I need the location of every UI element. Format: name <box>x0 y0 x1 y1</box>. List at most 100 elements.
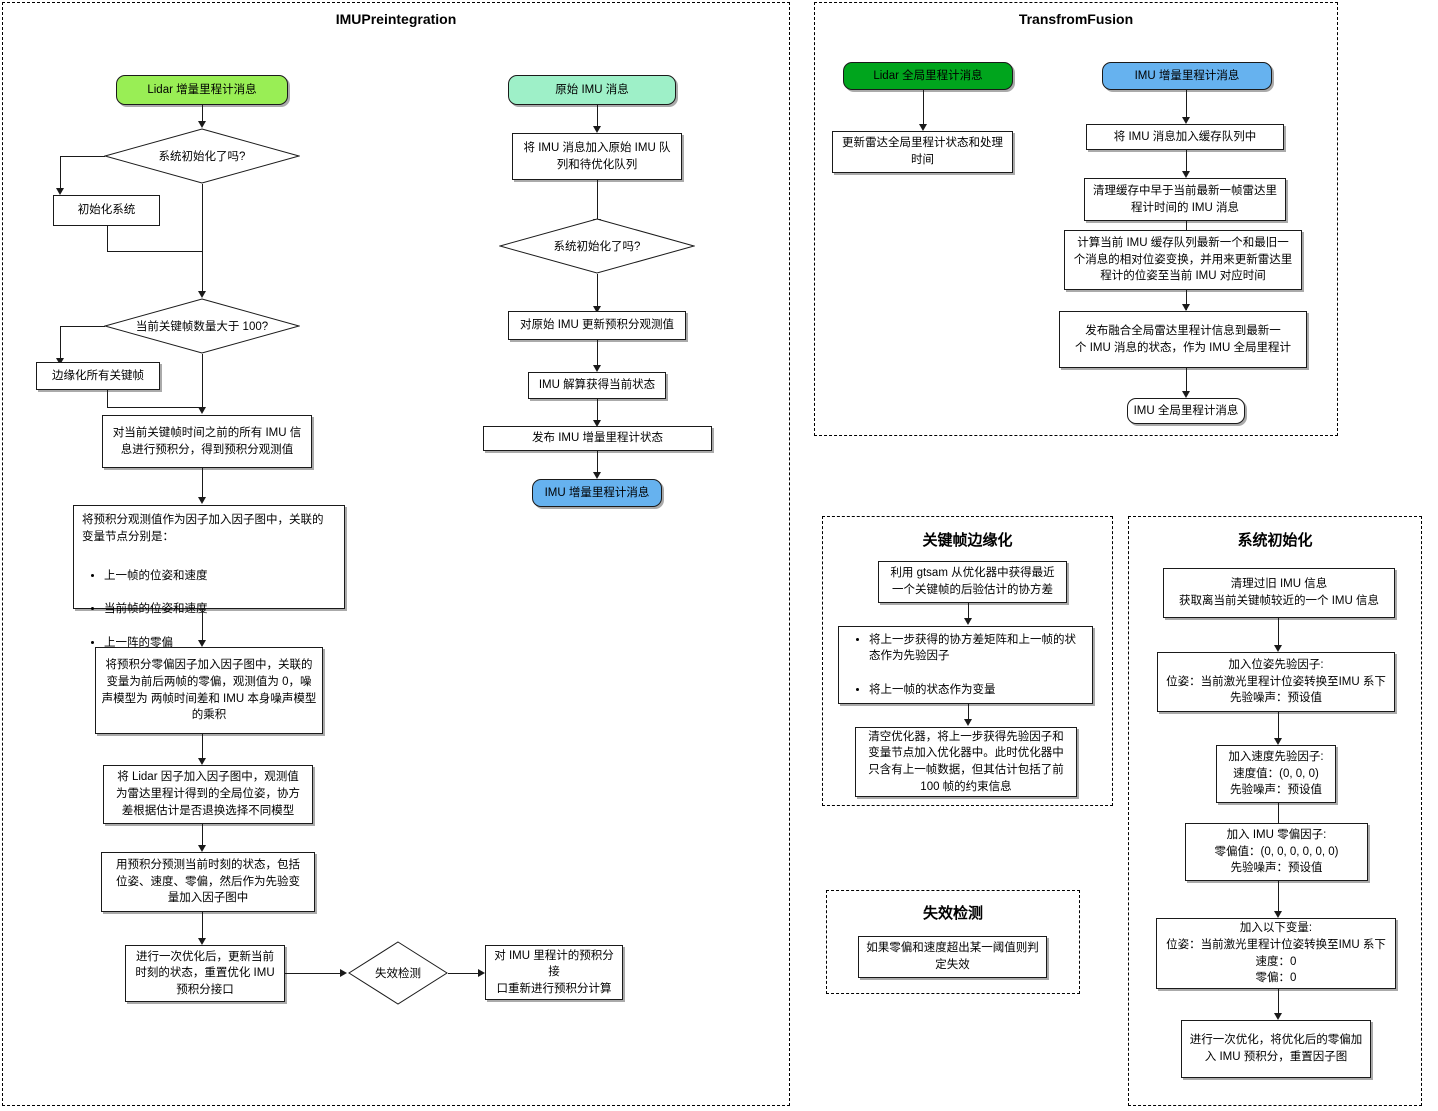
conn-decision1-left <box>60 156 105 157</box>
node-tf-clean-old-imu[interactable]: 清理缓存中早于当前最新一帧雷达里 程计时间的 IMU 消息 <box>1084 178 1286 221</box>
arrow-to-marg-bullets <box>963 618 972 625</box>
arrow-to-update-lidar-state <box>918 124 927 131</box>
conn-factor-down <box>202 609 203 641</box>
conn-tf-publish-down <box>1186 368 1187 392</box>
conn-getcov-down <box>968 603 969 621</box>
arrow-to-decision-kf <box>197 291 206 298</box>
arrow-to-enqueue <box>592 126 601 133</box>
arrow-to-imu-odom-msg <box>592 472 601 479</box>
node-clean-old-imu-info[interactable]: 清理过旧 IMU 信息 获取离当前关键帧较近的一个 IMU 信息 <box>1163 568 1395 618</box>
decision-failure-detection[interactable]: 失效检测 <box>348 941 448 1005</box>
node-optimize-and-reset[interactable]: 进行一次优化后，更新当前 时刻的状态，重置优化 IMU 预积分接口 <box>125 945 285 1002</box>
node-add-preintegration-factor[interactable]: 将预积分观测值作为因子加入因子图中，关联的 变量节点分别是： 上一帧的位姿和速度… <box>73 505 345 649</box>
conn-optimize-to-failure <box>285 973 343 974</box>
conn-raw-imu-down <box>597 105 598 127</box>
decision-failure-detection-label: 失效检测 <box>375 968 421 980</box>
node-publish-imu-incremental-odom-state[interactable]: 发布 IMU 增量里程计状态 <box>483 426 712 451</box>
node-get-posterior-covariance[interactable]: 利用 gtsam 从优化器中获得最近 一个关键帧的后验估计的协方差 <box>878 561 1067 603</box>
node-add-lidar-factor[interactable]: 将 Lidar 因子加入因子图中，观测值 为雷达里程计得到的全局位姿，协方 差根… <box>103 765 313 824</box>
conn-addvars-down <box>1278 989 1279 1015</box>
node-add-bias-factor[interactable]: 将预积分零偏因子加入因子图中，关联的 变量为前后两帧的零偏，观测值为 0，噪 声… <box>95 647 323 734</box>
decision-keyframe-count-label: 当前关键帧数量大于 100? <box>135 321 269 333</box>
conn-marg-bullets-down <box>968 704 969 722</box>
conn-start-to-decision <box>202 105 203 126</box>
node-marginalize-keyframes[interactable]: 边缘化所有关键帧 <box>36 362 160 390</box>
node-add-imu-bias-factor[interactable]: 加入 IMU 零偏因子: 零偏值：(0, 0, 0, 0, 0, 0) 先验噪声… <box>1185 823 1368 881</box>
conn-lidar-global-down <box>923 90 924 125</box>
arrow-to-solve-state <box>592 365 601 372</box>
decision-system-initialized-1-label: 系统初始化了吗? <box>158 151 246 163</box>
node-marginalization-bullets[interactable]: 将上一步获得的协方差矩阵和上一帧的状 态作为先验因子 将上一帧的状态作为变量 <box>838 626 1093 704</box>
node-preintegrate-imu[interactable]: 对当前关键帧时间之前的所有 IMU 信 息进行预积分，得到预积分观测值 <box>102 415 312 468</box>
node-tf-compute-relative-pose[interactable]: 计算当前 IMU 缓存队列最新一个和最旧一 个消息的相对位姿变换，并用来更新雷达… <box>1064 230 1302 290</box>
group-title-imu-preintegration: IMUPreintegration <box>335 11 457 27</box>
arrow-to-preintegrate <box>197 407 206 414</box>
conn-enqueue-down <box>597 180 598 220</box>
conn-init-system-down <box>107 226 108 251</box>
conn-decision1-down <box>202 184 203 296</box>
group-title-transfrom-fusion: TransfromFusion <box>1018 11 1134 27</box>
list-item: 上一帧的位姿和速度 <box>104 568 208 585</box>
arrow-to-marginalize <box>55 358 64 365</box>
decision-keyframe-count[interactable]: 当前关键帧数量大于 100? <box>104 298 300 354</box>
conn-publish-down <box>597 451 598 473</box>
arrow-to-optimize-reset <box>197 938 206 945</box>
conn-decision-init2-down <box>597 274 598 307</box>
arrow-to-factor-box <box>197 497 206 504</box>
conn-lidar-down <box>202 824 203 846</box>
conn-tf-compute-down <box>1186 290 1187 310</box>
node-tf-enqueue-imu-buffer[interactable]: 将 IMU 消息加入缓存队列中 <box>1086 124 1284 150</box>
arrow-to-pose-prior <box>1273 645 1282 652</box>
arrow-to-publish-imu-odom <box>592 420 601 427</box>
node-imu-global-odom-msg[interactable]: IMU 全局里程计消息 <box>1127 398 1245 424</box>
conn-biasprior-down <box>1278 881 1279 913</box>
node-lidar-incremental-odom-msg[interactable]: Lidar 增量里程计消息 <box>116 75 288 105</box>
decision-system-initialized-2[interactable]: 系统初始化了吗? <box>499 218 695 274</box>
node-update-lidar-global-odom-state[interactable]: 更新雷达全局里程计状态和处理 时间 <box>832 131 1013 173</box>
conn-marginalize-right <box>107 407 203 408</box>
arrow-to-bias-factor <box>197 640 206 647</box>
node-raw-imu-msg[interactable]: 原始 IMU 消息 <box>508 75 676 105</box>
arrow-to-update-preint <box>592 306 601 313</box>
conn-velprior-down <box>1278 803 1279 828</box>
conn-decision2-left <box>60 326 105 327</box>
node-add-pose-prior-factor[interactable]: 加入位姿先验因子: 位姿：当前激光里程计位姿转换至IMU 系下 先验噪声：预设值 <box>1157 652 1395 712</box>
node-imu-solve-current-state[interactable]: IMU 解算获得当前状态 <box>528 372 666 399</box>
node-update-preintegration-measurement[interactable]: 对原始 IMU 更新预积分观测值 <box>508 311 686 340</box>
decision-system-initialized-2-label: 系统初始化了吗? <box>553 241 641 253</box>
node-add-variables[interactable]: 加入以下变量: 位姿：当前激光里程计位姿转换至IMU 系下 速度：0 零偏：0 <box>1156 918 1396 989</box>
group-title-keyframe-marginalization: 关键帧边缘化 <box>922 532 1013 549</box>
node-init-system[interactable]: 初始化系统 <box>53 195 160 226</box>
node-imu-incremental-odom-msg-output[interactable]: IMU 增量里程计消息 <box>532 479 662 507</box>
preintegration-factor-bullet-list: 上一帧的位姿和速度 当前帧的位姿和速度 上一阵的零偏 <box>82 551 208 668</box>
conn-decision2-left-down <box>60 326 61 360</box>
arrow-to-vel-prior <box>1273 738 1282 745</box>
conn-poseprior-down <box>1278 712 1279 740</box>
conn-preintegrate-down <box>202 468 203 498</box>
arrow-to-tf-publish <box>1181 304 1190 311</box>
node-predict-current-state[interactable]: 用预积分预测当前时刻的状态，包括 位姿、速度、零偏，然后作为先验变 量加入因子图… <box>101 852 315 912</box>
conn-predict-down <box>202 912 203 939</box>
conn-decision1-left-down <box>60 156 61 190</box>
node-recompute-preintegration[interactable]: 对 IMU 里程计的预积分接 口重新进行预积分计算 <box>485 945 623 1000</box>
arrow-start-to-decision <box>197 121 206 128</box>
node-add-preintegration-factor-header: 将预积分观测值作为因子加入因子图中，关联的 变量节点分别是： <box>82 514 324 543</box>
arrow-to-recompute <box>478 968 485 977</box>
arrow-to-add-vars <box>1273 911 1282 918</box>
group-title-system-initialization: 系统初始化 <box>1237 532 1313 549</box>
node-clear-optimizer[interactable]: 清空优化器，将上一步获得先验因子和 变量节点加入优化器中。此时优化器中 只含有上… <box>855 727 1077 797</box>
conn-failure-to-recompute <box>448 973 481 974</box>
arrow-to-lidar-factor <box>197 758 206 765</box>
decision-system-initialized-1[interactable]: 系统初始化了吗? <box>104 128 300 184</box>
node-failure-detection-rule[interactable]: 如果零偏和速度超出某一阈值则判 定失效 <box>858 936 1047 978</box>
node-tf-imu-incremental-odom-msg[interactable]: IMU 增量里程计消息 <box>1102 62 1272 90</box>
node-optimize-once-reset-graph[interactable]: 进行一次优化，将优化后的零偏加 入 IMU 预积分，重置因子图 <box>1181 1020 1371 1078</box>
conn-update-preint-down <box>597 340 598 366</box>
node-enqueue-imu-msg[interactable]: 将 IMU 消息加入原始 IMU 队 列和待优化队列 <box>512 133 682 180</box>
node-tf-publish-fused-odom[interactable]: 发布融合全局雷达里程计信息到最新一 个 IMU 消息的状态，作为 IMU 全局里… <box>1059 311 1307 368</box>
conn-bias-down <box>202 734 203 759</box>
list-item: 将上一帧的状态作为变量 <box>869 682 1076 699</box>
node-add-velocity-prior-factor[interactable]: 加入速度先验因子: 速度值：(0, 0, 0) 先验噪声：预设值 <box>1216 745 1336 803</box>
arrow-to-init-system <box>55 188 64 195</box>
node-lidar-global-odom-msg[interactable]: Lidar 全局里程计消息 <box>843 62 1013 90</box>
